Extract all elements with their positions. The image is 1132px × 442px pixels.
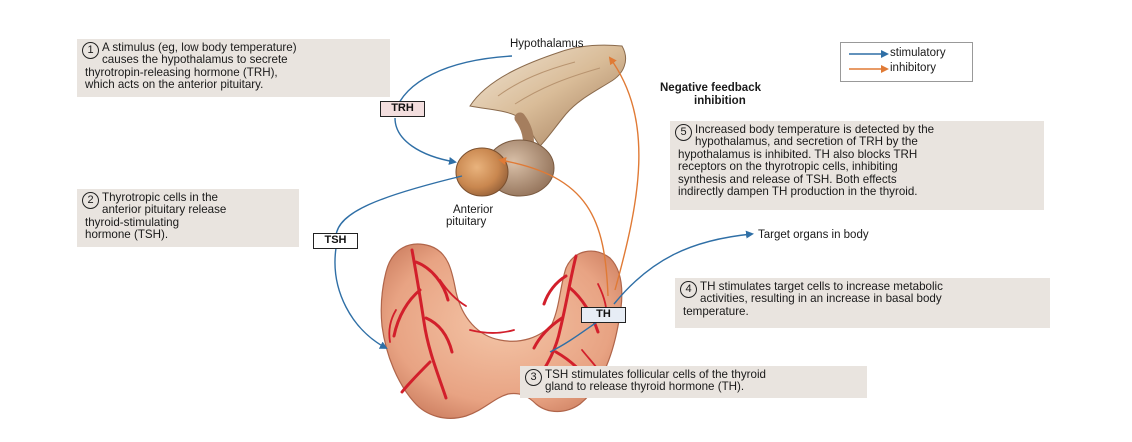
hypothalamus-illustration [469, 44, 626, 147]
feedback-to-hypothalamus [608, 56, 640, 291]
step-3-box: 3 TSH stimulates follicular cells of the… [520, 366, 867, 398]
legend-stimulatory-label: stimulatory [890, 47, 946, 59]
inhibitory-pathways [498, 56, 640, 297]
step-2-line-1: Thyrotropic cells in the [102, 191, 218, 204]
tsh-tag: TSH [313, 233, 358, 249]
step-1-line-4: which acts on the anterior pituitary. [85, 78, 264, 92]
pituitary-illustration [455, 112, 555, 197]
step-2-box: 2 Thyrotropic cells in the anterior pitu… [77, 189, 299, 247]
step-5-line-4: receptors on the thyrotropic cells, inhi… [678, 160, 898, 174]
negative-feedback-label-line2: inhibition [694, 95, 746, 107]
step-1-line-1: A stimulus (eg, low body temperature) [102, 41, 297, 54]
step-1-number: 1 [82, 42, 99, 59]
tsh-pathway-bottom [334, 247, 388, 349]
step-3-line-1: TSH stimulates follicular cells of the t… [545, 368, 767, 381]
anterior-pituitary-label-line2: pituitary [446, 216, 487, 228]
step-2-line-2: anterior pituitary release [102, 203, 227, 217]
step-4-line-3: temperature. [683, 304, 749, 318]
trh-pathway-bottom [394, 117, 457, 165]
anterior-pituitary-label-line1: Anterior [453, 204, 494, 216]
hypothalamus-label: Hypothalamus [510, 38, 584, 50]
step-4-line-1: TH stimulates target cells to increase m… [700, 280, 943, 293]
step-2-number: 2 [82, 192, 99, 209]
step-1-line-2: causes the hypothalamus to secrete [102, 53, 288, 67]
trh-tag: TRH [380, 101, 425, 117]
step-5-box: 5 Increased body temperature is detected… [670, 121, 1044, 210]
step-5-line-1: Increased body temperature is detected b… [695, 123, 935, 136]
step-4-number: 4 [680, 281, 697, 298]
step-2-line-4: hormone (TSH). [85, 228, 169, 242]
step-4-box: 4 TH stimulates target cells to increase… [675, 278, 1050, 328]
step-3-number: 3 [525, 369, 542, 386]
feedback-to-pituitary [498, 157, 609, 297]
step-1-line-3: thyrotropin-releasing hormone (TRH), [85, 65, 278, 79]
legend-inhibitory-arrow [881, 65, 889, 73]
step-5-line-2: hypothalamus, and secretion of TRH by th… [695, 135, 918, 149]
step-5-line-3: hypothalamus is inhibited. TH also block… [678, 147, 918, 161]
th-tag: TH [581, 307, 626, 323]
step-3-line-2: gland to release thyroid hormone (TH). [545, 380, 745, 394]
step-1-box: 1 A stimulus (eg, low body temperature) … [77, 39, 390, 97]
th-to-target-pathway [613, 230, 754, 305]
target-organs-label: Target organs in body [758, 229, 869, 241]
legend-inhibitory-label: inhibitory [890, 62, 937, 74]
step-2-line-3: thyroid-stimulating [85, 215, 180, 229]
tsh-pathway-top [335, 175, 463, 237]
legend: stimulatory inhibitory [840, 42, 973, 82]
step-5-number: 5 [675, 124, 692, 141]
negative-feedback-label-line1: Negative feedback [660, 82, 761, 94]
legend-swatches [849, 50, 889, 73]
step-5-line-5: synthesis and release of TSH. Both effec… [678, 172, 897, 186]
step-5-line-6: indirectly dampen TH production in the t… [678, 185, 918, 199]
legend-stimulatory-arrow [881, 50, 889, 58]
step-4-line-2: activities, resulting in an increase in … [700, 292, 942, 306]
